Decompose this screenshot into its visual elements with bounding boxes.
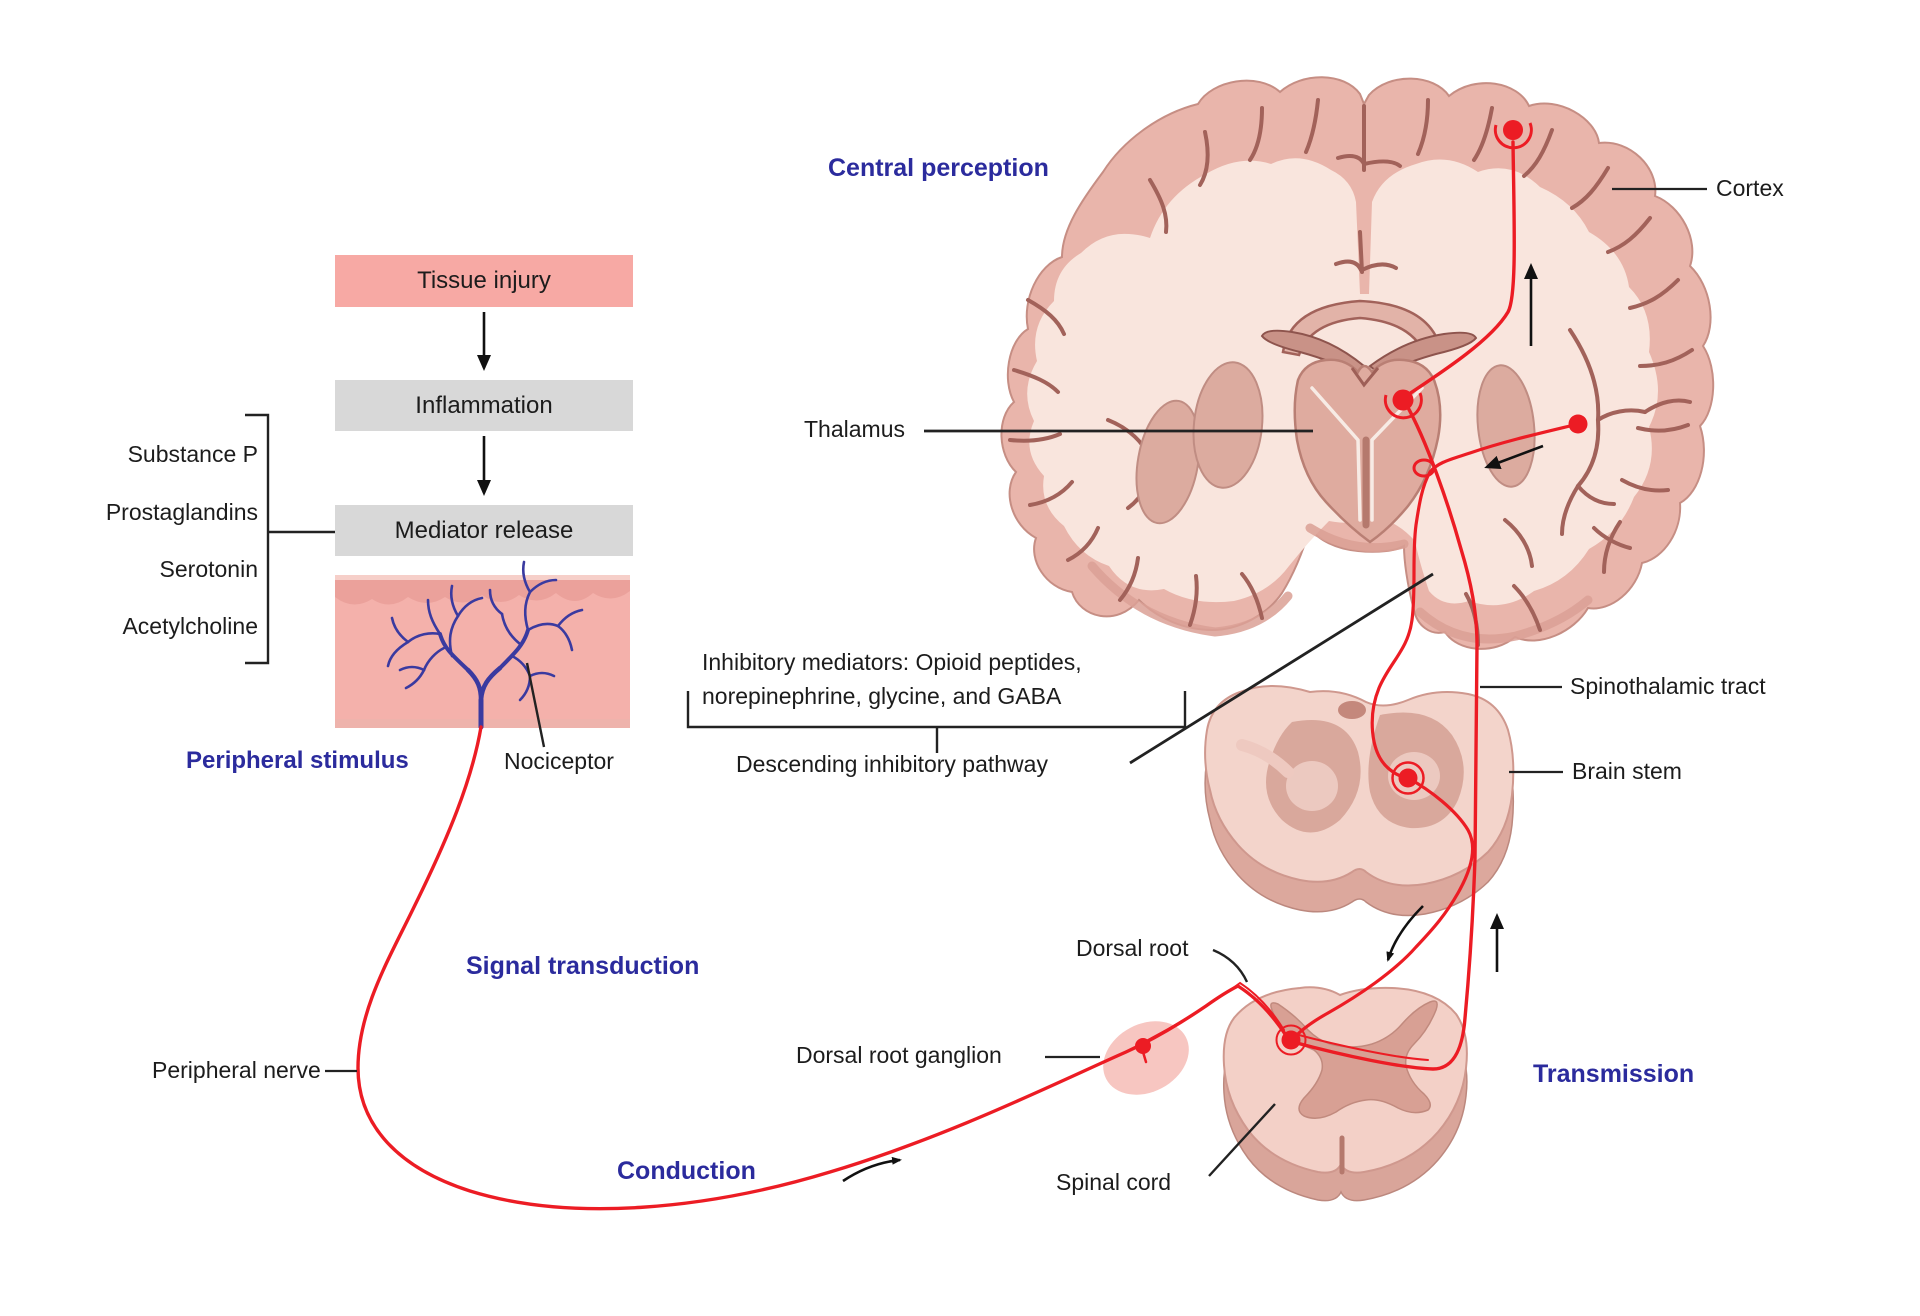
spinal-cord-cross-section	[1222, 986, 1468, 1202]
third-order-neuron-fiber	[1401, 140, 1516, 400]
dorsal-root-ganglion-label: Dorsal root ganglion	[796, 1042, 1002, 1068]
conduction-label: Conduction	[617, 1157, 756, 1185]
inhibitory-mediators-line1: Inhibitory mediators: Opioid peptides,	[702, 649, 1082, 675]
mediator-serotonin: Serotonin	[159, 556, 258, 582]
descending-arrow-thalamus	[1484, 444, 1544, 469]
pain-pathway-fibers	[356, 140, 1580, 1211]
mediator-release-box: Mediator release	[335, 505, 633, 556]
brain-coronal-section-illustration	[1000, 76, 1715, 650]
descending-inhibitory-pathway-label: Descending inhibitory pathway	[736, 751, 1048, 777]
spinal-cord-leader	[1208, 1103, 1276, 1177]
inhibitory-bracket	[686, 691, 1187, 753]
descending-inhibitory-fiber-lower	[1290, 776, 1475, 1042]
transmission-label: Transmission	[1533, 1060, 1695, 1088]
mediator-release-label: Mediator release	[394, 516, 574, 544]
direction-arrows	[477, 263, 1544, 1183]
cortex-synapse-dot	[1503, 120, 1523, 140]
dorsal-root-label: Dorsal root	[1076, 935, 1189, 961]
conduction-direction-arrow	[842, 1156, 902, 1183]
mediator-acetylcholine: Acetylcholine	[122, 613, 258, 639]
descending-pathway-leader	[1129, 572, 1434, 765]
nociceptor-leader	[525, 662, 546, 748]
leader-lines	[245, 187, 1707, 1177]
mediator-substance-p: Substance P	[127, 441, 258, 467]
spinothalamic-tract-fiber	[1291, 402, 1479, 1071]
ganglion-cell-body-dot	[1135, 1038, 1151, 1054]
descending-origin-dot	[1568, 414, 1588, 434]
nociceptor-label: Nociceptor	[504, 748, 614, 774]
spinothalamic-tract-label: Spinothalamic tract	[1570, 673, 1766, 699]
descending-arrow-brainstem	[1386, 905, 1424, 962]
descending-inhibitory-fiber	[1370, 422, 1580, 780]
cortex-label: Cortex	[1716, 175, 1784, 201]
thalamus-synapse-dot	[1392, 389, 1414, 411]
tissue-injury-box: Tissue injury	[335, 255, 633, 307]
tissue-block	[335, 560, 630, 730]
thalamus-label: Thalamus	[804, 416, 905, 442]
mediators-bracket	[245, 413, 336, 665]
mediator-prostaglandins: Prostaglandins	[105, 499, 258, 525]
brainstem-synapse-dot	[1398, 768, 1418, 788]
inflammation-label: Inflammation	[415, 391, 553, 419]
central-perception-label: Central perception	[828, 154, 1049, 182]
brain-stem-label: Brain stem	[1572, 758, 1682, 784]
dorsal-root-leader	[1212, 948, 1249, 983]
tissue-injury-label: Tissue injury	[417, 267, 551, 294]
brain-stem-cross-section	[1204, 685, 1515, 917]
synapse-dots	[1135, 120, 1588, 1056]
peripheral-stimulus-label: Peripheral stimulus	[186, 747, 409, 774]
peripheral-nerve-label: Peripheral nerve	[152, 1057, 321, 1083]
spinal-cord-label: Spinal cord	[1056, 1169, 1172, 1195]
dorsal-horn-synapse-dot	[1281, 1030, 1301, 1050]
inhibitory-mediators-line2: norepinephrine, glycine, and GABA	[702, 683, 1062, 709]
inflammation-box: Inflammation	[335, 380, 633, 431]
signal-transduction-label: Signal transduction	[466, 952, 700, 980]
